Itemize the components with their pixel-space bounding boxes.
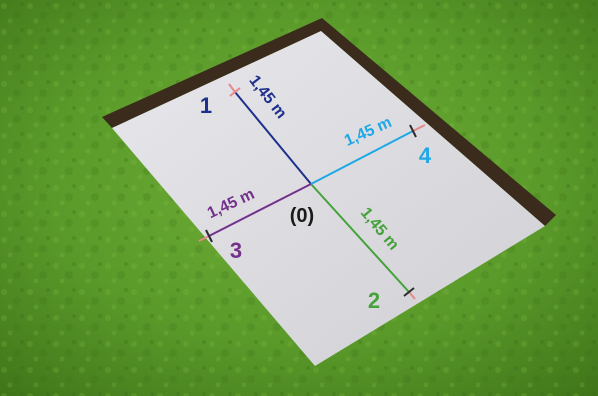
tick-axis-2 (403, 287, 415, 297)
floor-slab (112, 31, 545, 366)
tick-axis-3 (205, 229, 213, 243)
label-axis-3-number: 3 (230, 238, 242, 263)
line-axis-4-end (412, 124, 426, 132)
tick-axis-1 (229, 87, 241, 97)
tick-axis-4 (409, 124, 417, 138)
measurement-lines (198, 83, 426, 300)
line-axis-1-end (228, 83, 236, 93)
pit-back-wall (102, 18, 556, 226)
line-axis-4 (310, 130, 414, 185)
label-axis-2-number: 2 (368, 288, 380, 313)
line-axis-2-end (408, 291, 416, 300)
line-axis-3 (208, 183, 312, 237)
line-axis-2 (310, 183, 410, 293)
label-axis-4-number: 4 (419, 143, 432, 168)
center-label: (0) (290, 205, 314, 227)
line-axis-1 (234, 91, 312, 185)
line-axis-3-end (198, 235, 210, 242)
label-axis-1-number: 1 (200, 93, 212, 118)
